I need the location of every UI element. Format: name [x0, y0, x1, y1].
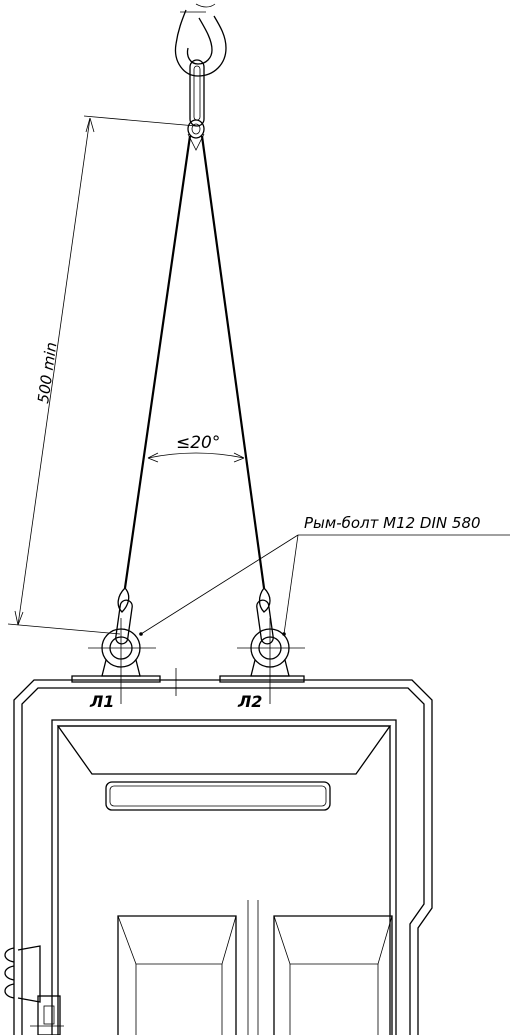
sling-legs: [115, 133, 274, 645]
eyebolt-callout-label: Рым-болт М12 DIN 580: [304, 514, 481, 532]
angle-dimension: ≤20°: [147, 433, 245, 463]
eyebolt-callout: Рым-болт М12 DIN 580: [139, 514, 510, 636]
side-insulator: [4, 945, 64, 1035]
lifting-point-2-label: Л2: [237, 692, 262, 711]
eyebolt-right: [237, 618, 305, 704]
length-dimension: 500 min: [7, 115, 197, 635]
equipment-body: [13, 668, 433, 1035]
lifting-point-1-label: Л1: [89, 692, 114, 711]
length-label: 500 min: [34, 341, 60, 405]
master-link: [187, 59, 205, 139]
crane-hook: [174, 3, 227, 77]
angle-label: ≤20°: [176, 433, 220, 453]
